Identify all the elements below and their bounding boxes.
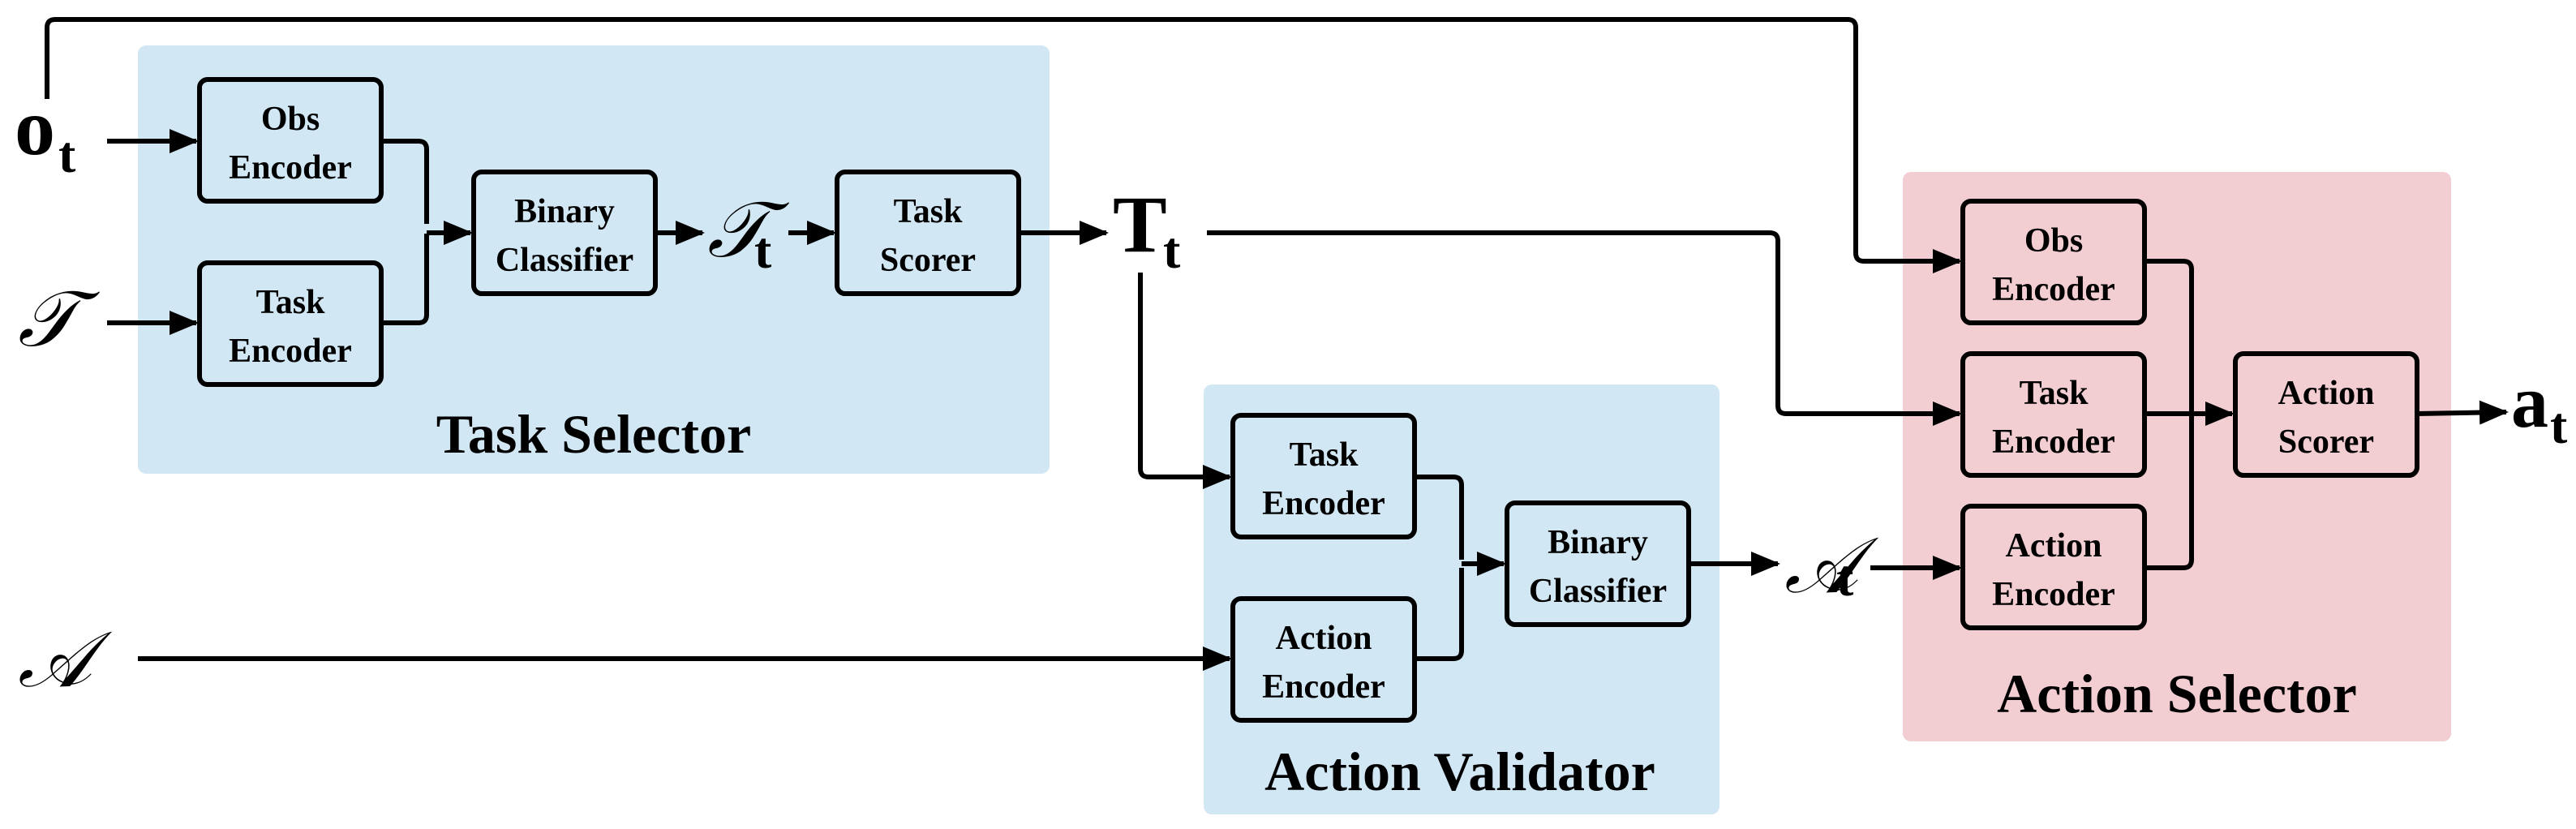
as-action-scorer: Action Scorer [2233,351,2419,478]
svg-text:Encoder: Encoder [229,149,352,187]
action-selector-region [1903,172,2451,741]
svg-text:Encoder: Encoder [1262,668,1385,706]
svg-text:Classifier: Classifier [496,242,633,279]
svg-text:T: T [1113,179,1167,269]
arrow-task-chosen-to-av-task-encoder [1138,273,1232,489]
action-set-symbol: 𝒜 [18,614,113,705]
line-av-action-encoder-merge [1415,568,1464,661]
svg-text:Encoder: Encoder [1992,271,2115,308]
action-chosen-symbol: a t [2511,360,2568,454]
svg-text:Scorer: Scorer [880,242,976,279]
line-as-action-encoder-merge [2145,415,2194,570]
svg-text:Binary: Binary [1548,524,1648,561]
svg-text:Action: Action [1276,620,1372,657]
action-subset-symbol: 𝒜 t [1784,520,1879,611]
svg-text:Encoder: Encoder [1992,423,2115,461]
task-set-symbol: 𝒯 [18,273,101,364]
as-obs-encoder: Obs Encoder [1960,199,2147,325]
svg-text:Binary: Binary [514,193,615,230]
task-selector-title: Task Selector [436,403,751,465]
arrow-task-chosen-to-as-task-encoder [1207,230,1962,426]
av-action-encoder: Action Encoder [1230,596,1417,723]
obs-symbol: o t [15,82,76,183]
task-chosen-symbol: T t [1113,179,1181,279]
svg-text:Classifier: Classifier [1529,573,1667,610]
svg-text:Action: Action [2278,375,2375,412]
svg-text:Task: Task [1290,436,1359,474]
action-selector-title: Action Selector [1997,663,2357,724]
svg-text:Encoder: Encoder [1262,485,1385,522]
svg-text:Scorer: Scorer [2278,423,2374,461]
svg-text:𝒜: 𝒜 [1784,520,1879,611]
svg-text:t: t [754,221,772,279]
svg-text:t: t [1163,221,1181,279]
line-av-task-encoder-merge [1415,475,1464,560]
svg-text:Encoder: Encoder [1992,576,2115,613]
svg-text:t: t [58,126,76,183]
svg-text:Task: Task [2020,375,2089,412]
svg-text:a: a [2511,360,2548,443]
action-validator-title: Action Validator [1264,741,1655,802]
svg-text:Task: Task [894,193,964,230]
line-ts-obs-encoder-merge [381,139,429,224]
svg-text:Encoder: Encoder [229,333,352,370]
svg-text:Obs: Obs [2024,222,2083,260]
svg-text:t: t [1836,549,1854,607]
svg-text:t: t [2550,397,2568,454]
line-as-obs-encoder-merge [2145,259,2194,412]
as-action-encoder: Action Encoder [1960,504,2147,630]
svg-text:Action: Action [2006,527,2102,565]
svg-text:Obs: Obs [261,101,320,138]
line-ts-task-encoder-merge [381,234,429,325]
task-selector-region [138,45,1050,474]
arrow-obs-bus-to-as-obs-encoder [45,17,1962,273]
svg-text:Task: Task [256,284,326,321]
arrow-as-action-scorer-to-action-chosen [2416,400,2509,425]
